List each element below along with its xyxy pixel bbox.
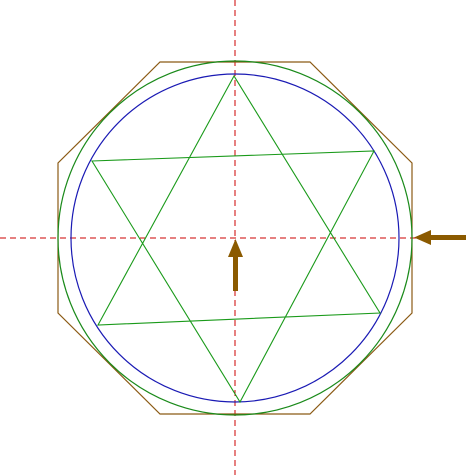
star-triangle-down bbox=[91, 150, 375, 404]
up-arrow-head bbox=[228, 239, 243, 257]
up-arrow bbox=[228, 239, 243, 291]
star-triangle-up bbox=[97, 74, 381, 326]
up-arrow-shaft bbox=[233, 256, 238, 291]
outer-circle bbox=[57, 60, 413, 416]
octagon bbox=[57, 61, 413, 415]
left-arrow-head bbox=[414, 230, 431, 245]
left-arrow bbox=[414, 230, 466, 245]
inner-circle bbox=[70, 73, 400, 403]
left-arrow-shaft bbox=[430, 235, 466, 240]
